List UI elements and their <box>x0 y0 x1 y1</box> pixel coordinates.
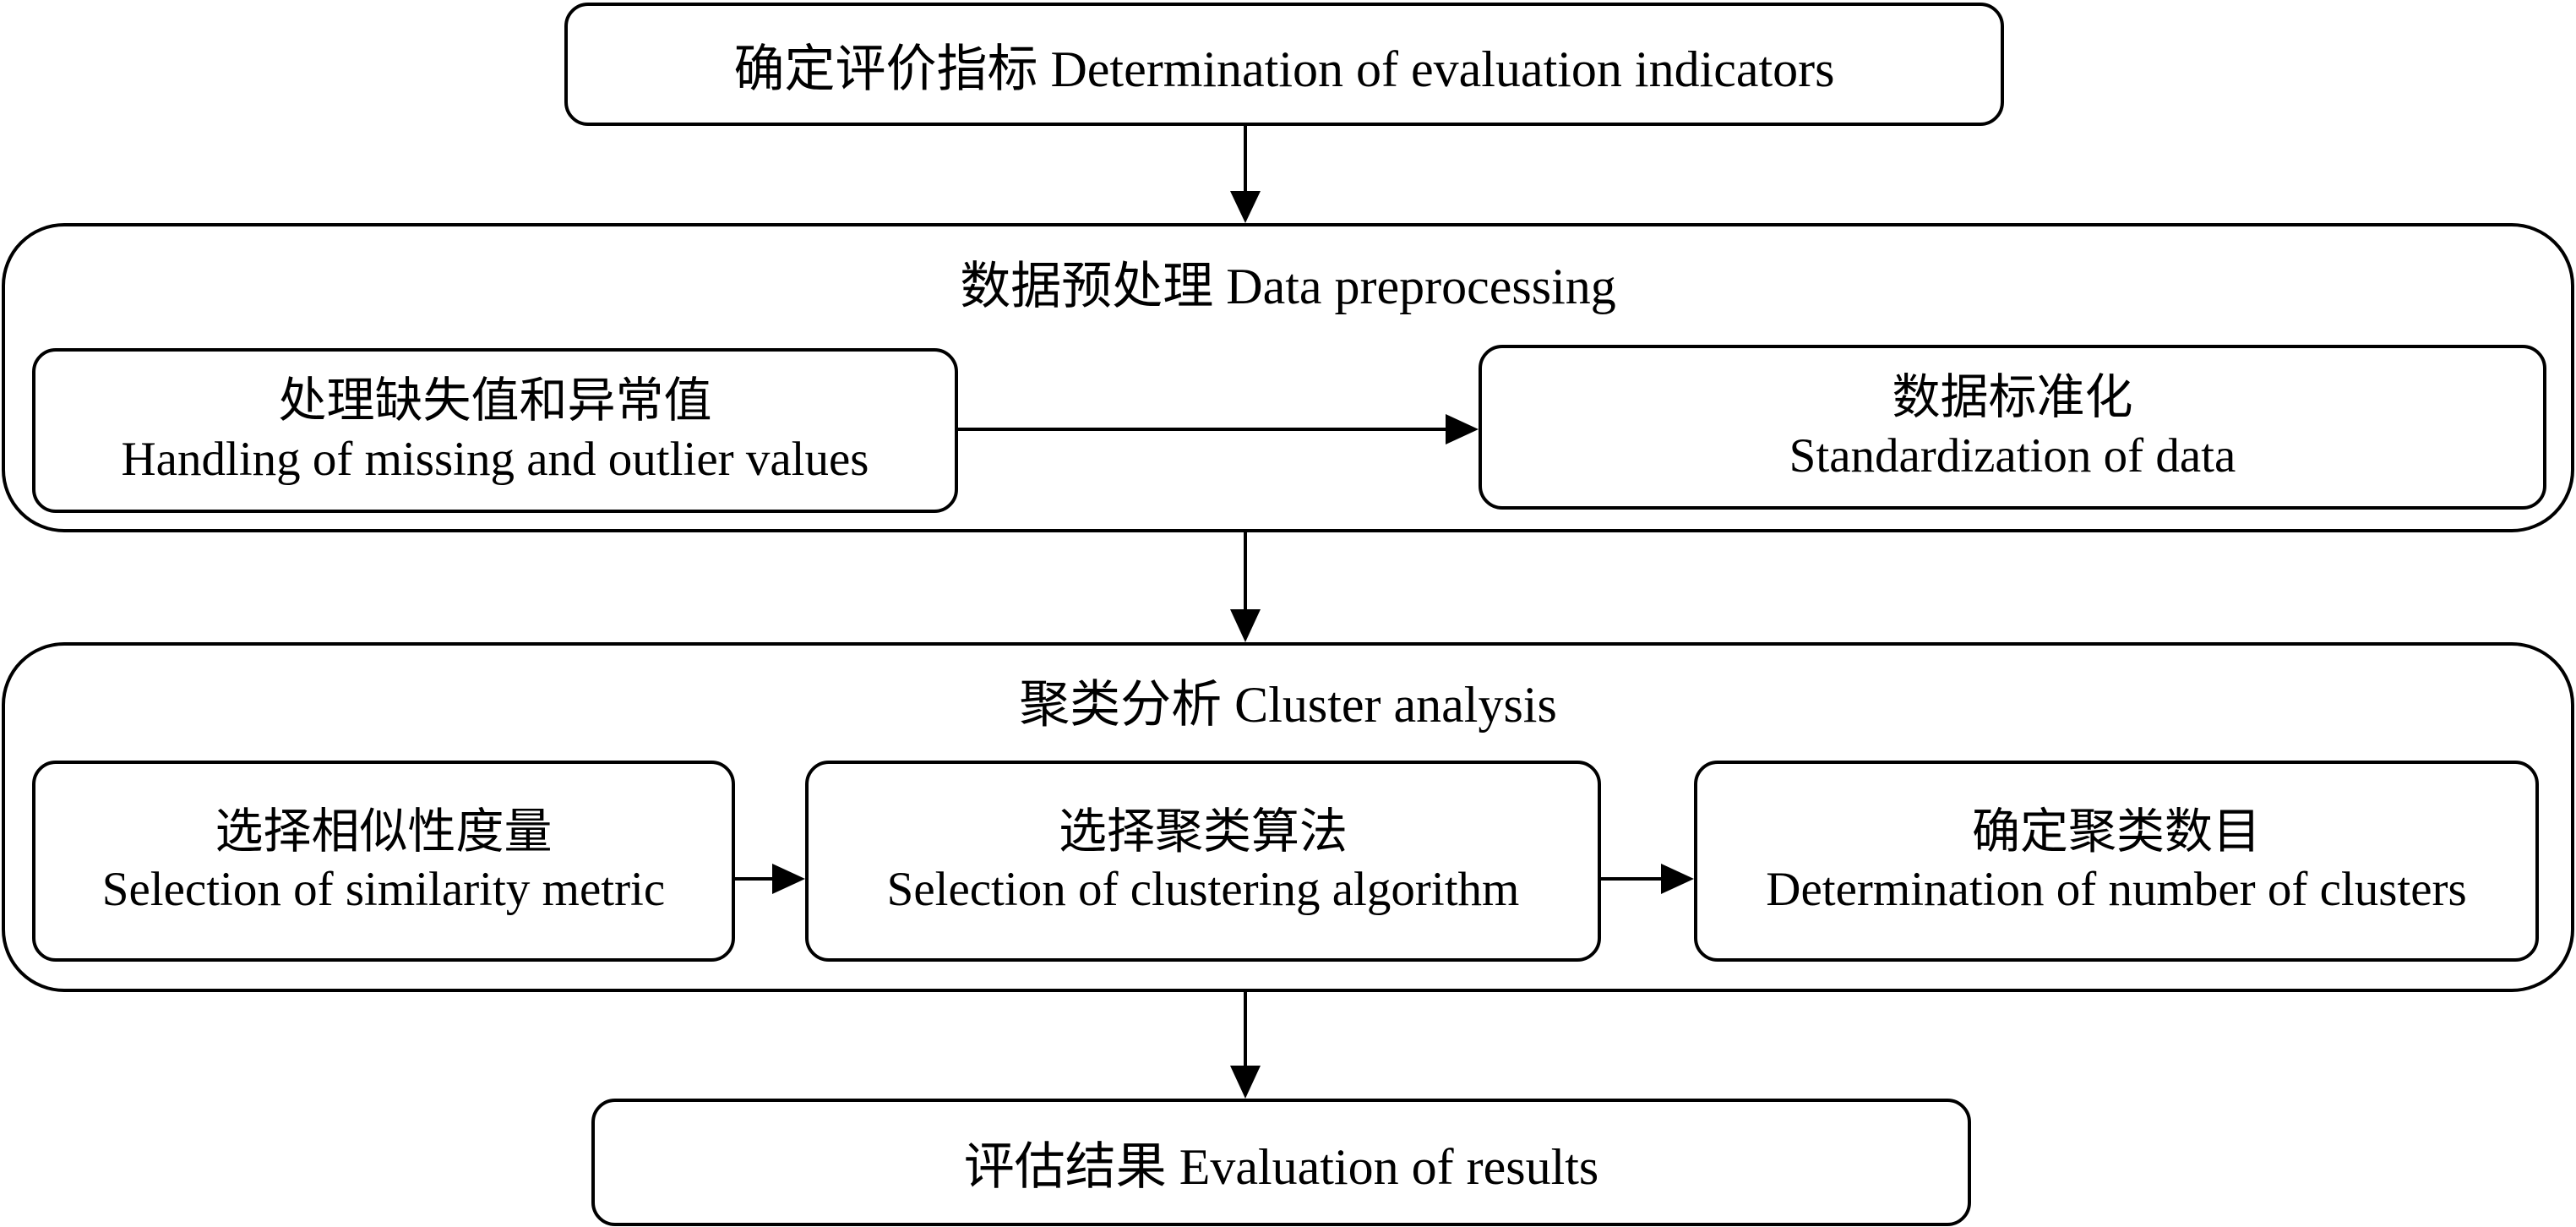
determine-indicators-label: 确定评价指标 Determination of evaluation indic… <box>733 41 1835 97</box>
standardization-box: 数据标准化 Standardization of data <box>1479 345 2546 510</box>
arrow-preprocessing-to-cluster <box>1230 532 1261 642</box>
data-preprocessing-label: 数据预处理 Data preprocessing <box>960 259 1616 314</box>
clustering-algorithm-zh: 选择聚类算法 <box>1059 804 1348 859</box>
similarity-metric-zh: 选择相似性度量 <box>215 804 553 859</box>
similarity-metric-en: Selection of similarity metric <box>101 863 666 916</box>
evaluation-results-box: 评估结果 Evaluation of results <box>591 1099 1971 1226</box>
number-of-clusters-zh: 确定聚类数目 <box>1972 804 2261 859</box>
clustering-algorithm-box: 选择聚类算法 Selection of clustering algorithm <box>805 761 1601 962</box>
determine-indicators-box: 确定评价指标 Determination of evaluation indic… <box>564 3 2004 126</box>
number-of-clusters-box: 确定聚类数目 Determination of number of cluste… <box>1694 761 2539 962</box>
clustering-algorithm-en: Selection of clustering algorithm <box>886 863 1520 916</box>
cluster-analysis-label: 聚类分析 Cluster analysis <box>1019 677 1557 733</box>
handling-missing-outliers-zh: 处理缺失值和异常值 <box>278 374 712 428</box>
handling-missing-outliers-box: 处理缺失值和异常值 Handling of missing and outlie… <box>32 348 958 513</box>
arrow-cluster-to-evaluation <box>1230 992 1261 1099</box>
standardization-en: Standardization of data <box>1789 428 2236 483</box>
handling-missing-outliers-en: Handling of missing and outlier values <box>121 432 869 486</box>
similarity-metric-box: 选择相似性度量 Selection of similarity metric <box>32 761 735 962</box>
number-of-clusters-en: Determination of number of clusters <box>1766 863 2467 916</box>
arrow-indicators-to-preprocessing <box>1230 126 1261 223</box>
evaluation-results-label: 评估结果 Evaluation of results <box>963 1139 1599 1195</box>
standardization-zh: 数据标准化 <box>1892 371 2133 425</box>
